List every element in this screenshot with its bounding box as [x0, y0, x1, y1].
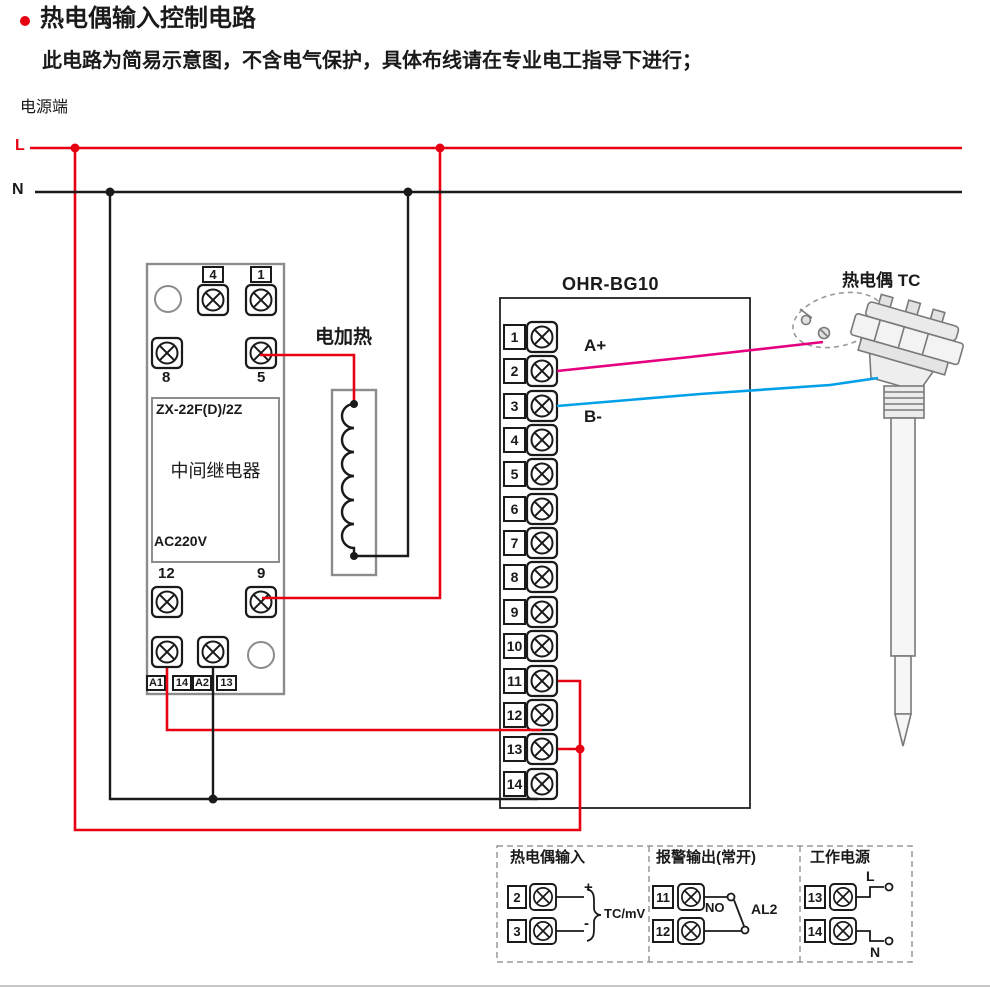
legend-power-terminal-14: 14	[804, 919, 826, 943]
relay-terminal-14: 14	[172, 675, 192, 691]
controller-terminal-8: 8	[503, 564, 526, 590]
relay-screw-terminals	[150, 283, 278, 669]
relay-terminal-1: 1	[250, 266, 272, 283]
relay-terminal-a2: A2	[192, 675, 212, 691]
legend-power-terminal-13: 13	[804, 885, 826, 909]
controller-terminal-3: 3	[503, 393, 526, 419]
relay-terminal-4: 4	[202, 266, 224, 283]
wire-n-network	[35, 190, 962, 801]
legend-box	[496, 845, 913, 963]
thermocouple-tip	[893, 713, 913, 747]
legend-alarm-title: 报警输出(常开)	[656, 849, 756, 866]
power-terminal-label: 电源端	[20, 99, 69, 116]
heater-coil-icon	[340, 402, 356, 556]
l-drop-to-relay-9	[262, 148, 442, 600]
line-l-label: L	[15, 137, 25, 154]
legend-tc-terminal-2: 2	[507, 885, 527, 909]
controller-terminal-14: 14	[503, 771, 526, 797]
thermocouple-label: 热电偶 TC	[842, 271, 921, 290]
controller-terminal-6: 6	[503, 496, 526, 522]
legend-power-n: N	[870, 944, 881, 960]
wire-tc-positive	[556, 340, 824, 373]
controller-terminal-11: 11	[503, 668, 526, 694]
legend-tc-plus: +	[584, 879, 593, 896]
controller-terminal-10: 10	[503, 633, 526, 659]
legend-alarm-no: NO	[705, 900, 725, 915]
legend-alarm-tag: AL2	[751, 901, 778, 917]
relay-terminal-8: 8	[162, 369, 171, 386]
legend-screw-terminals	[529, 883, 857, 945]
controller-terminal-2: 2	[503, 358, 526, 384]
legend-alarm-terminal-11: 11	[652, 885, 674, 909]
legend-tc-signal: TC/mV	[604, 906, 646, 921]
controller-terminal-1: 1	[503, 324, 526, 350]
brace-icon	[586, 888, 602, 942]
line-n-label: N	[12, 181, 24, 198]
relay-terminal-12: 12	[158, 565, 175, 582]
relay-voltage: AC220V	[154, 533, 207, 549]
heater-label: 电加热	[315, 327, 373, 348]
controller-terminal-5: 5	[503, 461, 526, 487]
title-bullet-icon	[20, 16, 30, 26]
page-subtitle: 此电路为简易示意图，不含电气保护，具体布线请在专业电工指导下进行；	[42, 50, 702, 72]
wire-a-plus-label: A+	[584, 336, 607, 355]
relay-model: ZX-22F(D)/2Z	[156, 401, 243, 417]
relay-5-to-heater	[260, 353, 356, 404]
relay-terminal-a1: A1	[146, 675, 166, 691]
legend-tc-terminal-3: 3	[507, 919, 527, 943]
relay-terminal-13: 13	[216, 675, 237, 691]
relay-terminal-9: 9	[257, 565, 266, 582]
legend-power-l: L	[866, 868, 875, 884]
relay-name: 中间继电器	[170, 461, 261, 481]
page-title: 热电偶输入控制电路	[40, 5, 256, 32]
legend-symbols	[556, 882, 894, 946]
controller-terminal-13: 13	[503, 736, 526, 762]
heater-to-n	[354, 192, 410, 558]
junction-dots-n	[105, 187, 413, 804]
heater-outline	[330, 388, 378, 577]
controller-terminal-9: 9	[503, 599, 526, 625]
legend-alarm-terminal-12: 12	[652, 919, 674, 943]
legend-tc-minus: -	[584, 915, 589, 932]
controller-screw-terminals	[525, 320, 559, 801]
no-contact-icon	[733, 899, 745, 927]
legend-power-title: 工作电源	[810, 849, 871, 866]
junction-dots-l	[70, 143, 585, 754]
wire-l-network	[30, 146, 962, 832]
wire-tc-negative	[556, 376, 879, 408]
controller-terminal-7: 7	[503, 530, 526, 556]
controller-model: OHR-BG10	[562, 274, 660, 294]
thermocouple-terminal-screw-icon	[800, 314, 812, 326]
relay-terminal-5: 5	[257, 369, 266, 386]
page-bottom-edge	[0, 985, 990, 987]
relay-outline	[145, 262, 286, 696]
controller-terminal-12: 12	[503, 702, 526, 728]
n-drop-to-terminal-14	[108, 192, 538, 801]
controller-terminal-4: 4	[503, 427, 526, 453]
thermocouple-probe	[792, 291, 964, 747]
thermocouple-tube	[890, 417, 916, 657]
l-drop-to-terminal-13-11	[73, 148, 582, 832]
wire-b-minus-label: B-	[584, 407, 602, 426]
relay-a1-to-terminal-12	[165, 668, 542, 732]
legend-tc-title: 热电偶输入	[510, 849, 586, 866]
